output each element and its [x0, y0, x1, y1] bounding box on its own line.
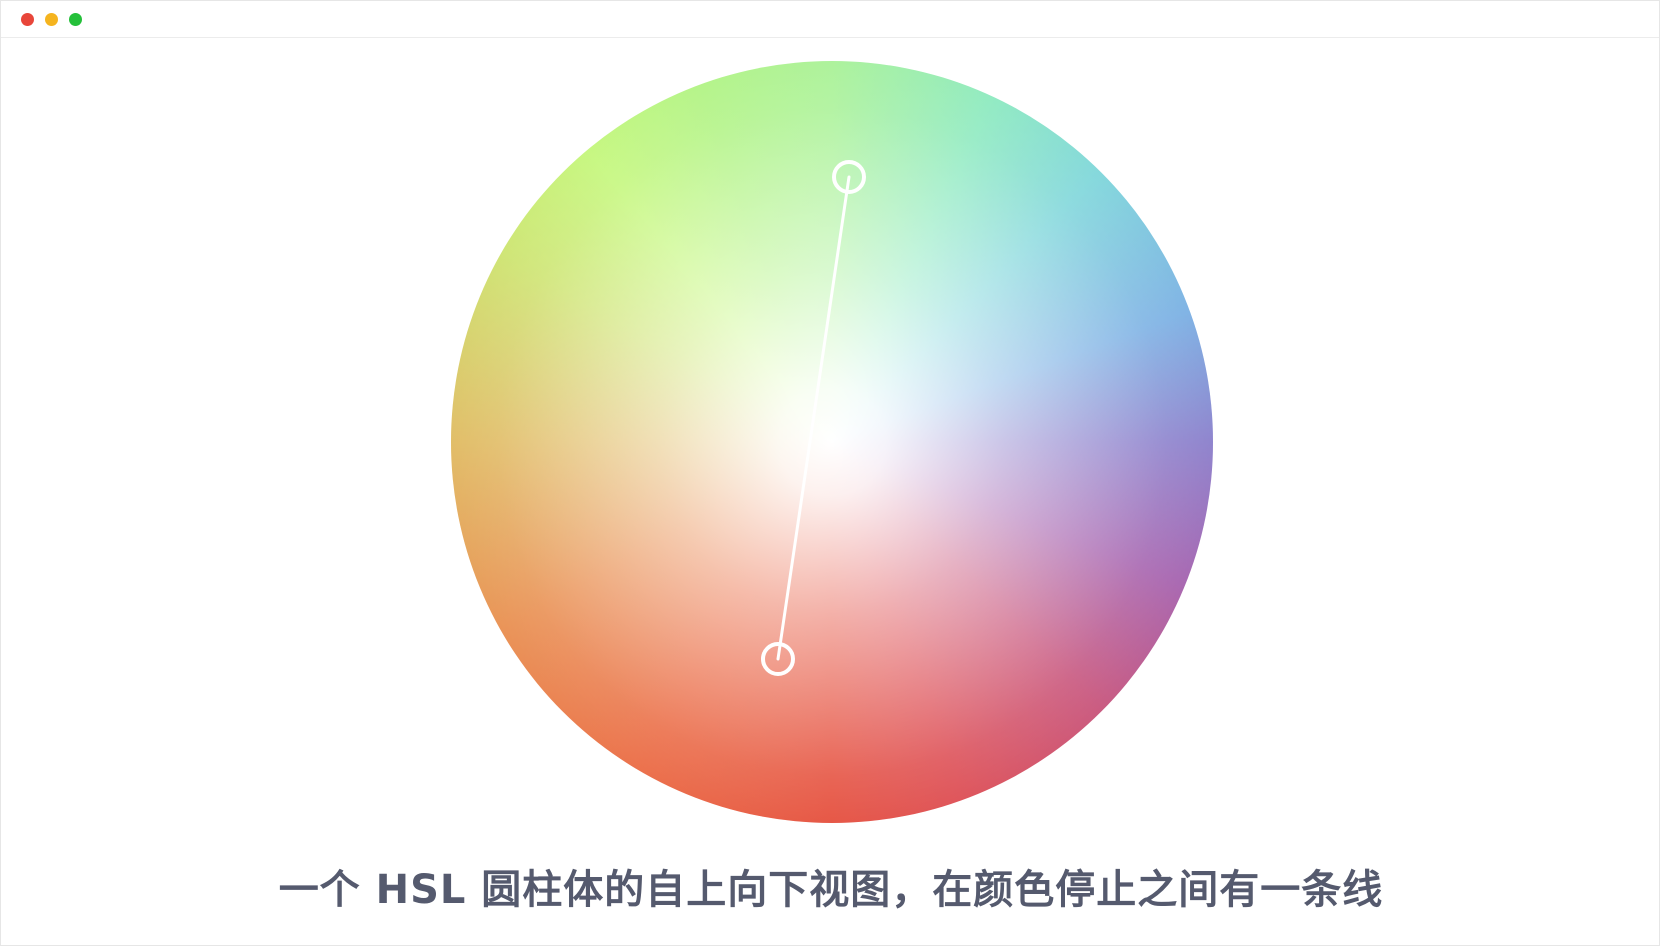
title-bar [1, 1, 1659, 38]
lightness-center [451, 61, 1213, 823]
minimize-window-button[interactable] [45, 13, 58, 26]
maximize-window-button[interactable] [69, 13, 82, 26]
caption-text: 一个 HSL 圆柱体的自上向下视图，在颜色停止之间有一条线 [278, 867, 1384, 913]
hsl-color-wheel [451, 61, 1213, 823]
close-window-button[interactable] [21, 13, 34, 26]
color-stop-handle-top[interactable] [832, 160, 866, 194]
color-stop-handle-bottom[interactable] [761, 642, 795, 676]
